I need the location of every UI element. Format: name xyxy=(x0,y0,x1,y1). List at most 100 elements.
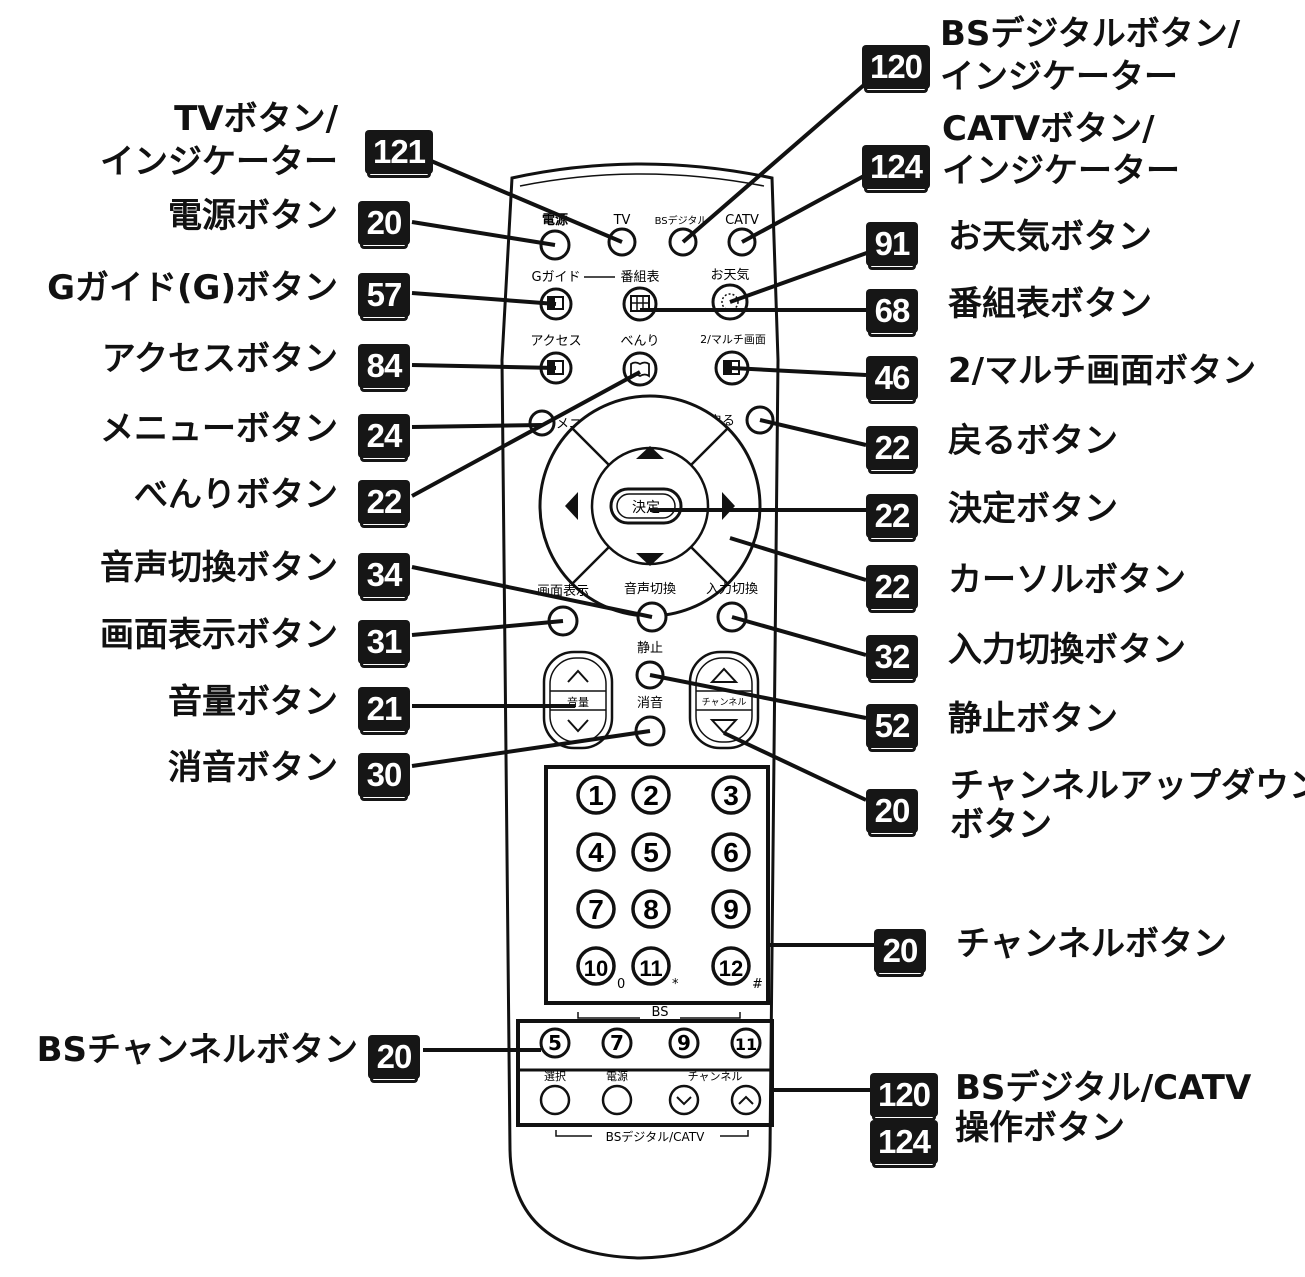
number-key-label: 5 xyxy=(643,837,659,868)
page-badge: 121 xyxy=(365,130,433,178)
cursor-right-icon xyxy=(722,492,735,520)
volume-up-icon xyxy=(567,669,589,683)
number-key-10[interactable]: 100 xyxy=(576,946,625,992)
label-freeze: 静止 xyxy=(637,641,663,656)
bs-key-label: 5 xyxy=(548,1031,562,1055)
callout-bsdig-label: インジケーター xyxy=(940,57,1178,97)
number-key-7[interactable]: 7 xyxy=(576,889,616,929)
bs-key-label: 11 xyxy=(735,1035,757,1054)
bs-channel-keys[interactable]: 5 7 9 11 xyxy=(539,1027,762,1059)
leader-line-multi xyxy=(731,366,867,377)
callout-mute-label: 消音ボタン xyxy=(168,748,338,788)
channel-up2-button[interactable] xyxy=(730,1084,762,1116)
bs-key-11[interactable]: 11 xyxy=(730,1027,762,1059)
number-key-label: 7 xyxy=(588,894,604,925)
program-table-button[interactable] xyxy=(622,286,658,322)
callout-cursor-label: カーソルボタン xyxy=(948,560,1186,600)
number-key-label: 4 xyxy=(588,837,604,868)
page-badge: 120 xyxy=(862,45,930,93)
page-badge: 22 xyxy=(866,565,918,613)
number-key-label: 2 xyxy=(643,780,659,811)
callout-access-label: アクセスボタン xyxy=(101,339,338,379)
callout-bscatvop-label: 操作ボタン xyxy=(955,1108,1125,1148)
label-select: 選択 xyxy=(544,1069,566,1083)
callout-bsdig-label: BSデジタルボタン/ xyxy=(940,14,1241,54)
channel-rocker[interactable]: チャンネル xyxy=(688,650,760,750)
number-key-label: 6 xyxy=(723,837,739,868)
leader-line-benri xyxy=(411,370,641,498)
number-key-label: 12 xyxy=(719,956,743,981)
callout-audio-label: 音声切換ボタン xyxy=(100,548,338,588)
number-key-6[interactable]: 6 xyxy=(711,832,751,872)
enter-button[interactable]: 決定 xyxy=(609,487,683,525)
callout-menu-label: メニューボタン xyxy=(100,409,338,449)
number-key-sub: 0 xyxy=(617,977,625,992)
number-key-11[interactable]: 11 * xyxy=(631,946,679,992)
page-badge: 22 xyxy=(358,480,410,528)
number-key-12[interactable]: 12 # xyxy=(711,946,763,992)
volume-rocker[interactable]: 音量 xyxy=(542,650,614,750)
page-badge: 32 xyxy=(866,635,918,683)
callout-tv-label: TVボタン/ xyxy=(174,99,338,139)
label-access: アクセス xyxy=(530,334,581,349)
volume-down-icon xyxy=(567,719,589,733)
bs-key-9[interactable]: 9 xyxy=(668,1027,700,1059)
page-badge: 84 xyxy=(358,344,410,392)
page-badge: 120 xyxy=(870,1073,938,1121)
callout-multi-label: 2/マルチ画面ボタン xyxy=(948,351,1257,391)
label-input-switch: 入力切換 xyxy=(706,582,758,597)
power2-button[interactable] xyxy=(601,1084,633,1116)
leader-line-bsdig xyxy=(681,76,874,244)
page-badge: 20 xyxy=(866,789,918,837)
number-key-4[interactable]: 4 xyxy=(576,832,616,872)
leader-line-access xyxy=(411,363,557,370)
page-badge: 20 xyxy=(368,1035,420,1083)
number-key-9[interactable]: 9 xyxy=(711,889,751,929)
leader-line-chupdown xyxy=(723,731,867,802)
bs-key-label: 9 xyxy=(677,1031,691,1055)
page-badge: 124 xyxy=(870,1120,938,1168)
number-key-sub: * xyxy=(672,977,679,992)
page-badge: 21 xyxy=(358,687,410,735)
label-channel: チャンネル xyxy=(702,697,747,708)
label-audio-switch: 音声切換 xyxy=(624,581,676,597)
number-key-5[interactable]: 5 xyxy=(631,832,671,872)
number-key-label: 8 xyxy=(643,894,659,925)
number-key-2[interactable]: 2 xyxy=(631,775,671,815)
number-key-label: 11 xyxy=(639,956,662,981)
callout-power-label: 電源ボタン xyxy=(168,196,338,236)
bs-key-label: 7 xyxy=(610,1031,624,1055)
label-power2: 電源 xyxy=(606,1069,628,1083)
bs-key-5[interactable]: 5 xyxy=(539,1027,571,1059)
callout-volume-label: 音量ボタン xyxy=(168,682,338,722)
callout-chupdown-label: チャンネルアップダウン xyxy=(950,766,1305,806)
label-g-guide: Gガイド xyxy=(531,270,580,285)
leader-line-cursor xyxy=(729,536,867,582)
callout-bsch-label: BSチャンネルボタン xyxy=(36,1030,358,1070)
leader-line-catv xyxy=(741,168,876,244)
callout-enter-label: 決定ボタン xyxy=(948,489,1118,529)
number-key-label: 1 xyxy=(588,780,604,811)
page-badge: 68 xyxy=(866,289,918,337)
number-key-sub: # xyxy=(752,977,763,992)
page-badge: 20 xyxy=(358,201,410,249)
label-tv: TV xyxy=(613,213,631,228)
number-key-1[interactable]: 1 xyxy=(576,775,616,815)
bs-keys-frame xyxy=(516,1019,774,1127)
page-badge: 22 xyxy=(866,426,918,474)
channel-down2-button[interactable] xyxy=(668,1084,700,1116)
callout-catv-label: CATVボタン/ xyxy=(942,109,1155,149)
bs-key-7[interactable]: 7 xyxy=(601,1027,633,1059)
select-button[interactable] xyxy=(539,1084,571,1116)
label-multi-screen: 2/マルチ画面 xyxy=(700,333,766,346)
number-key-8[interactable]: 8 xyxy=(631,889,671,929)
leader-line-gguide xyxy=(411,291,557,306)
number-key-3[interactable]: 3 xyxy=(711,775,751,815)
number-pad-frame xyxy=(544,765,770,1005)
page-badge: 24 xyxy=(358,414,410,462)
label-weather: お天気 xyxy=(710,267,749,283)
callout-bscatvop-label: BSデジタル/CATV xyxy=(955,1068,1252,1108)
label-bs-bracket: BS xyxy=(652,1005,669,1020)
